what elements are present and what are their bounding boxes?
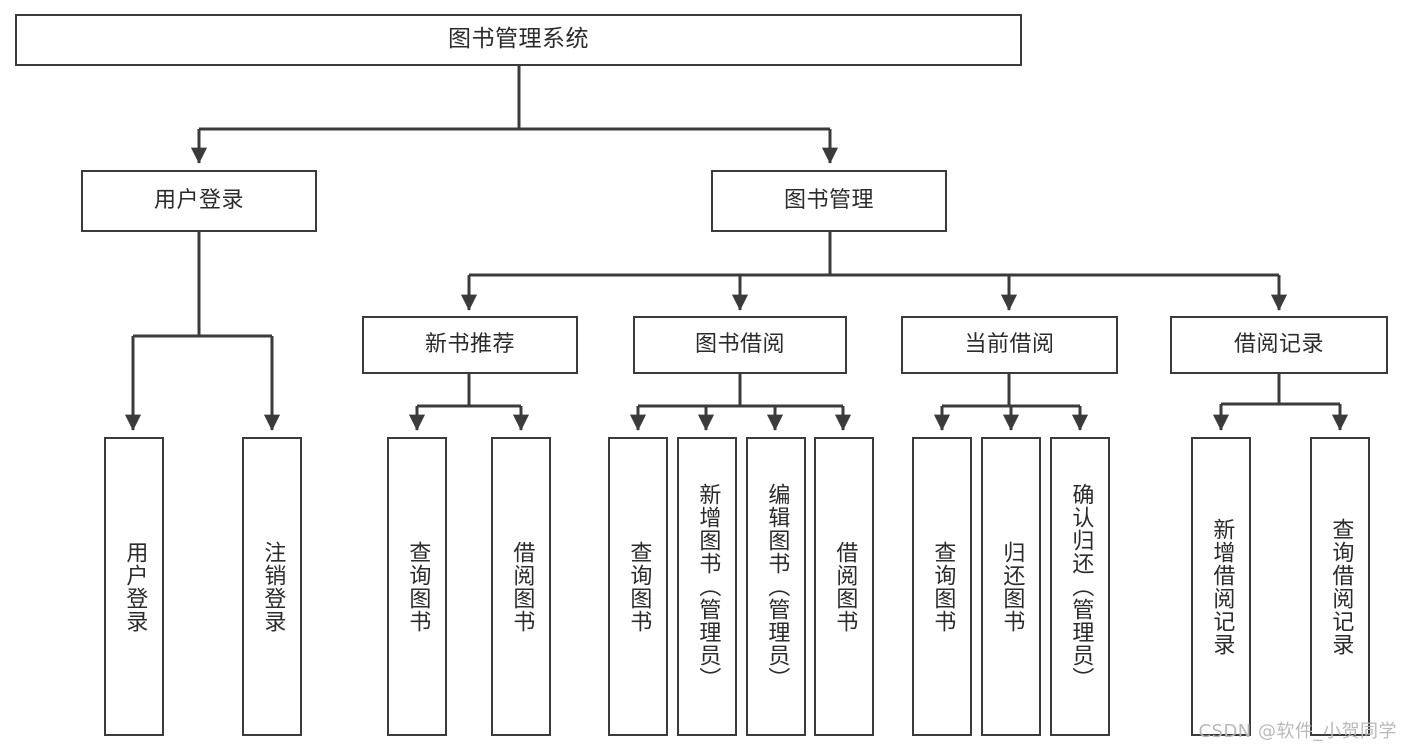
leaf-book-borrow-add[interactable]: 新增图书（管理员） [677, 437, 737, 736]
leaf-user-login-login[interactable]: 用户登录 [104, 437, 164, 736]
node-label: 注销登录 [260, 540, 286, 633]
node-label: 图书管理 [783, 188, 874, 214]
node-label: 编辑图书（管理员） [764, 483, 790, 690]
node-user-login[interactable]: 用户登录 [81, 170, 317, 232]
leaf-current-borrow-query[interactable]: 查询图书 [912, 437, 972, 736]
node-label: 查询借阅记录 [1328, 517, 1354, 656]
node-label: 确认归还（管理员） [1068, 483, 1094, 690]
node-label: 当前借阅 [964, 332, 1055, 358]
leaf-borrow-record-add[interactable]: 新增借阅记录 [1191, 437, 1251, 736]
node-label: 新增借阅记录 [1209, 517, 1235, 656]
node-borrow-record[interactable]: 借阅记录 [1170, 316, 1388, 374]
node-label: 图书管理系统 [448, 26, 589, 53]
node-book-borrow[interactable]: 图书借阅 [633, 316, 847, 374]
node-label: 新书推荐 [424, 332, 515, 358]
watermark-text: CSDN @软件_小贺同学 [1198, 721, 1397, 742]
node-book-management-system[interactable]: 图书管理系统 [15, 14, 1022, 66]
node-current-borrow[interactable]: 当前借阅 [901, 316, 1118, 374]
node-label: 查询图书 [405, 540, 431, 633]
leaf-user-login-logout[interactable]: 注销登录 [242, 437, 302, 736]
node-label: 借阅记录 [1233, 332, 1324, 358]
node-label: 图书借阅 [694, 332, 785, 358]
leaf-current-borrow-return[interactable]: 归还图书 [981, 437, 1041, 736]
leaf-new-book-borrow[interactable]: 借阅图书 [491, 437, 551, 736]
leaf-book-borrow-query[interactable]: 查询图书 [608, 437, 668, 736]
node-label: 借阅图书 [509, 540, 535, 633]
node-label: 查询图书 [626, 540, 652, 633]
leaf-book-borrow-edit[interactable]: 编辑图书（管理员） [746, 437, 806, 736]
leaf-book-borrow-borrow[interactable]: 借阅图书 [814, 437, 874, 736]
node-label: 归还图书 [999, 540, 1025, 633]
node-label: 用户登录 [153, 188, 244, 214]
node-label: 新增图书（管理员） [695, 483, 721, 690]
leaf-borrow-record-query[interactable]: 查询借阅记录 [1310, 437, 1370, 736]
node-new-book-recommend[interactable]: 新书推荐 [362, 316, 578, 374]
node-label: 借阅图书 [832, 540, 858, 633]
leaf-current-borrow-confirm-return[interactable]: 确认归还（管理员） [1050, 437, 1110, 736]
node-label: 用户登录 [122, 540, 148, 633]
node-label: 查询图书 [930, 540, 956, 633]
leaf-new-book-query[interactable]: 查询图书 [387, 437, 447, 736]
node-book-management[interactable]: 图书管理 [711, 170, 947, 232]
